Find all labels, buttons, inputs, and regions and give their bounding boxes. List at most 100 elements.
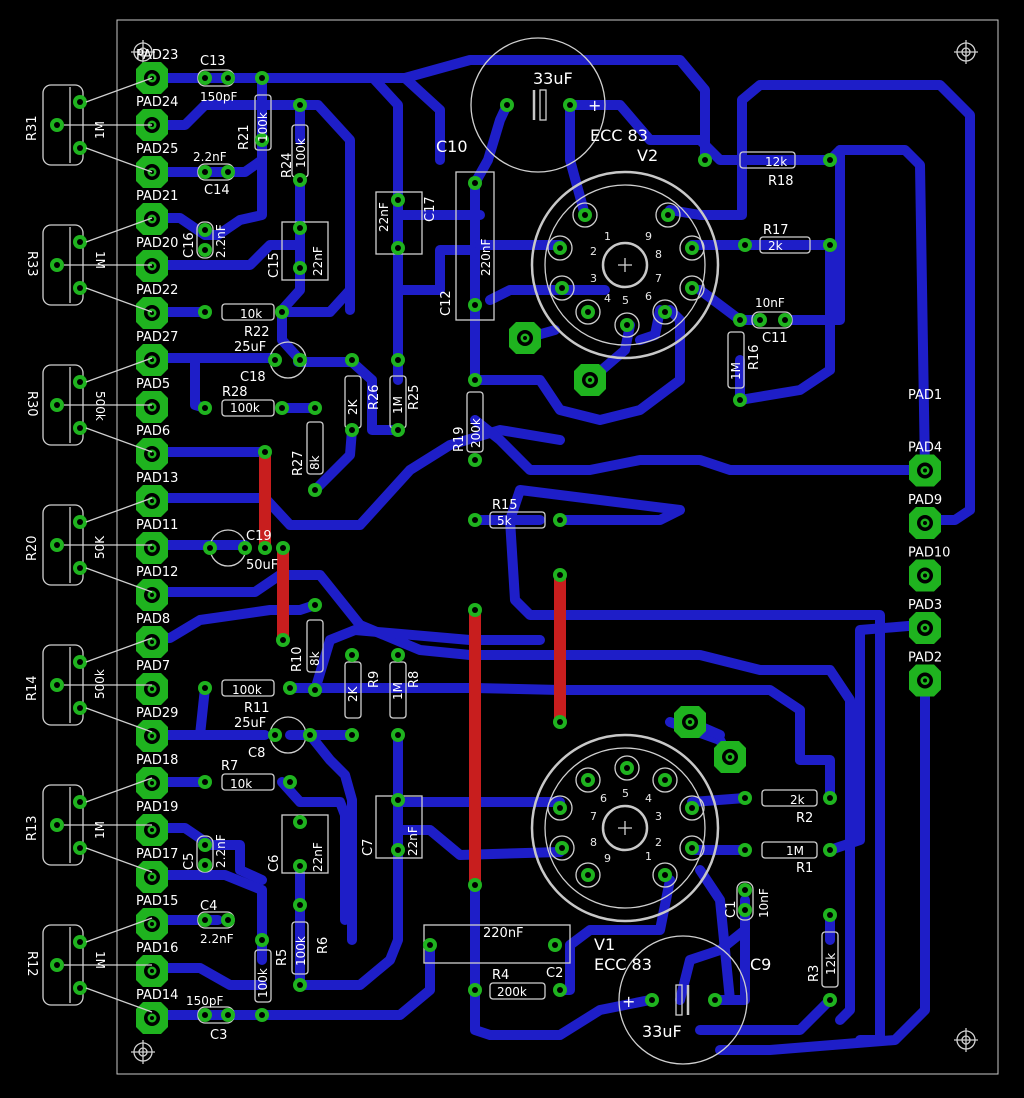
value-r4: 200k: [497, 985, 527, 999]
pad-pad21: [136, 203, 168, 235]
pin-number: 7: [590, 810, 597, 823]
label-r26: R26: [367, 384, 382, 410]
lead-pad: [293, 221, 307, 235]
lead-pad: [548, 938, 562, 952]
lead-pad: [778, 313, 792, 327]
label-c5: C5: [182, 853, 197, 870]
lead-pad: [268, 353, 282, 367]
v1-ref: V1: [594, 935, 615, 954]
lead-pad: [345, 648, 359, 662]
pad-label: PAD15: [136, 894, 178, 909]
pad-pad12: [136, 579, 168, 611]
value-c11: 10nF: [755, 296, 785, 310]
value-c3: 150pF: [186, 994, 224, 1008]
lead-pad: [276, 541, 290, 555]
label-r17: R17: [763, 223, 789, 238]
pot-value: 500k: [93, 669, 107, 699]
value-r21: 100k: [256, 112, 270, 142]
lead-pad: [73, 935, 87, 949]
label-r24: R24: [280, 152, 295, 178]
label-c10: C10: [436, 137, 468, 156]
pin-number: 1: [604, 230, 611, 243]
pad-pad27: [136, 344, 168, 376]
value-r11: 100k: [232, 683, 262, 697]
value-c4: 2.2nF: [200, 932, 234, 946]
lead-pad: [391, 793, 405, 807]
value-r28: 100k: [230, 401, 260, 415]
value-c18: 25uF: [234, 340, 266, 355]
value-c12: 220nF: [479, 238, 493, 276]
lead-pad: [553, 715, 567, 729]
label-c18: C18: [240, 370, 266, 385]
label-r25: R25: [407, 384, 422, 410]
lead-pad: [198, 71, 212, 85]
lead-pad: [468, 453, 482, 467]
pad-label: PAD12: [136, 565, 178, 580]
pad-label: PAD29: [136, 706, 178, 721]
pad-pad8: [136, 626, 168, 658]
value-r27: 8k: [308, 455, 322, 470]
value-c17: 22nF: [377, 202, 391, 232]
label-c13: C13: [200, 54, 226, 69]
label-c4: C4: [200, 899, 217, 914]
lead-pad: [620, 318, 634, 332]
label-r4: R4: [492, 968, 509, 983]
lead-pad: [658, 773, 672, 787]
lead-pad: [50, 118, 64, 132]
pad-pad7: [136, 673, 168, 705]
copper-traces: [147, 55, 975, 1055]
lead-pad: [221, 71, 235, 85]
lead-pad: [658, 868, 672, 882]
label-r1: R1: [796, 861, 813, 876]
pad-label: PAD5: [136, 377, 170, 392]
pin-number: 8: [655, 248, 662, 261]
pin-number: 6: [600, 792, 607, 805]
value-c9: 33uF: [642, 1022, 682, 1041]
component-lead-pads: [198, 71, 837, 1022]
lead-pad: [581, 305, 595, 319]
pot-ref: R13: [25, 815, 40, 841]
value-r9: 2K: [346, 685, 360, 702]
lead-pad: [221, 913, 235, 927]
lead-pad: [275, 401, 289, 415]
value-c13: 150pF: [200, 90, 238, 104]
lead-pad: [73, 281, 87, 295]
lead-pad: [198, 401, 212, 415]
pin-number: 8: [590, 836, 597, 849]
lead-pad: [73, 981, 87, 995]
lead-pad: [345, 728, 359, 742]
lead-pad: [391, 843, 405, 857]
label-r15: R15: [492, 498, 518, 513]
label-r8: R8: [407, 671, 422, 688]
label-r5: R5: [275, 949, 290, 966]
lead-pad: [73, 701, 87, 715]
lead-pad: [563, 98, 577, 112]
value-r19: 200k: [469, 418, 483, 448]
pot-ref: R33: [24, 251, 39, 277]
lead-pad: [73, 795, 87, 809]
lead-pad: [738, 791, 752, 805]
lead-pad: [391, 728, 405, 742]
pad-pad22: [136, 297, 168, 329]
tube-socket-v2: [530, 170, 720, 360]
lead-pad: [73, 95, 87, 109]
value-r3: 12k: [824, 953, 838, 975]
pin-number: 9: [645, 230, 652, 243]
lead-pad: [391, 423, 405, 437]
lead-pad: [73, 561, 87, 575]
lead-pad: [50, 398, 64, 412]
pot-value: 1M: [93, 251, 107, 269]
capacitor-c9-outline: [618, 935, 748, 1065]
pad-pad11: [136, 532, 168, 564]
pad-label: PAD16: [136, 941, 178, 956]
pad-label: PAD13: [136, 471, 178, 486]
pad-label: PAD17: [136, 847, 178, 862]
pot-value: 1M: [93, 121, 107, 139]
pad-pad10: [909, 559, 941, 592]
label-c3: C3: [210, 1028, 227, 1043]
pin-number: 1: [645, 850, 652, 863]
value-r8: 1M: [391, 682, 405, 700]
